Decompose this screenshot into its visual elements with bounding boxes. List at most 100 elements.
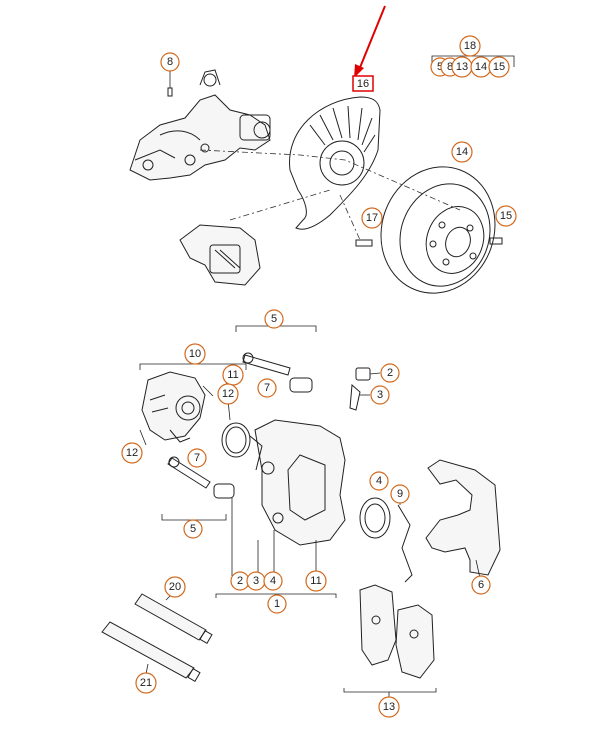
brake-motor <box>141 371 206 443</box>
leader-2a <box>369 372 381 375</box>
callout-label: 3 <box>377 389 383 401</box>
callout-label: 14 <box>475 61 487 73</box>
callout-circle <box>370 385 390 405</box>
leader-6 <box>475 559 481 579</box>
pad-carrier <box>425 459 501 576</box>
callout-label: 13 <box>383 701 395 713</box>
callout-label: 16 <box>357 78 369 90</box>
callout-label: 12 <box>126 447 138 459</box>
callout-label: 8 <box>167 56 173 68</box>
brake-pad-left <box>359 584 397 666</box>
leader-21 <box>145 663 149 675</box>
callout-label: 6 <box>478 579 484 591</box>
callout-circle <box>160 52 180 72</box>
callout-label: 14 <box>456 146 468 158</box>
callout-circle <box>495 205 517 227</box>
axis-line <box>199 149 461 211</box>
callout-c3b: 3 <box>246 571 266 591</box>
guide-pins-top <box>242 352 313 393</box>
callout-label: 17 <box>366 212 378 224</box>
callout-label: 11 <box>310 575 321 587</box>
callout-circle <box>369 471 389 491</box>
callout-circle <box>488 56 510 78</box>
callout-circle <box>135 672 157 694</box>
callout-circle <box>217 383 239 405</box>
callout-label: 1 <box>274 598 280 610</box>
callout-circle <box>305 570 327 592</box>
guide-pins-bottom <box>167 456 235 499</box>
callout-label: 21 <box>140 677 152 689</box>
callout-c17: 17 <box>361 207 383 229</box>
dust-shield <box>289 96 381 230</box>
callout-label: 15 <box>493 61 505 73</box>
callout-c21: 21 <box>135 672 157 694</box>
callout-c12a: 12 <box>217 383 239 405</box>
axis-line-2 <box>229 189 331 221</box>
callout-label: 4 <box>270 575 276 587</box>
grease-tube-21 <box>101 621 201 683</box>
callout-label: 12 <box>222 388 234 400</box>
callout-c9: 9 <box>390 484 410 504</box>
callout-label: 9 <box>397 488 403 500</box>
caliper-assembly-small <box>179 224 261 286</box>
spring-clip-9 <box>397 504 413 583</box>
callout-circle <box>264 309 284 329</box>
axis-line-3 <box>339 194 361 241</box>
callout-circle <box>184 343 206 365</box>
callout-label: 7 <box>194 452 200 464</box>
callout-label: 13 <box>456 61 468 73</box>
callout-circle <box>459 35 481 57</box>
callout-c5b: 5 <box>264 309 284 329</box>
callout-c7a: 7 <box>257 378 277 398</box>
callout-circle <box>390 484 410 504</box>
callout-c20: 20 <box>164 576 186 598</box>
brake-caliper <box>249 419 346 546</box>
callout-circle <box>121 442 143 464</box>
callout-c2b: 2 <box>230 571 250 591</box>
callout-label: 8 <box>447 61 453 73</box>
screw-17 <box>355 239 373 247</box>
callout-circle <box>257 378 277 398</box>
wheel-bearing-housing <box>129 69 271 181</box>
callout-c13b: 13 <box>378 696 400 718</box>
bolt-8 <box>167 87 173 97</box>
callout-circle <box>263 571 283 591</box>
bracket-1 <box>215 593 337 598</box>
callout-label: 7 <box>264 382 270 394</box>
callout-circle <box>471 575 491 595</box>
callout-label: 20 <box>169 581 181 593</box>
callout-c15a: 15 <box>488 56 510 78</box>
callout-label: 4 <box>376 475 382 487</box>
callout-circle <box>380 363 400 383</box>
callout-c2a: 2 <box>380 363 400 383</box>
callout-c13a: 13 <box>451 56 473 78</box>
callout-c11a: 11 <box>222 364 244 386</box>
callout-c11b: 11 <box>305 570 327 592</box>
callout-label: 3 <box>253 575 259 587</box>
callout-circle <box>378 696 400 718</box>
callout-label: 18 <box>464 40 476 52</box>
callout-label: 2 <box>237 575 243 587</box>
arrow-head <box>354 64 364 78</box>
grease-tube-20 <box>134 593 213 645</box>
highlight-arrow <box>358 5 386 71</box>
callout-c1: 1 <box>267 594 287 614</box>
leader-12b <box>139 429 147 446</box>
piston-seal <box>359 497 391 539</box>
callout-label: 15 <box>500 210 512 222</box>
callout-label: 2 <box>387 367 393 379</box>
bracket-13 <box>343 688 437 693</box>
callout-c4b: 4 <box>263 571 283 591</box>
leader-11a <box>202 385 214 397</box>
callout-c14a: 14 <box>470 56 492 78</box>
callout-circle <box>183 519 203 539</box>
callout-label: 11 <box>227 369 238 381</box>
callout-c15: 15 <box>495 205 517 227</box>
callout-label: 10 <box>189 348 201 360</box>
callout-c12b: 12 <box>121 442 143 464</box>
callout-circle <box>164 576 186 598</box>
callout-c5c: 5 <box>183 519 203 539</box>
